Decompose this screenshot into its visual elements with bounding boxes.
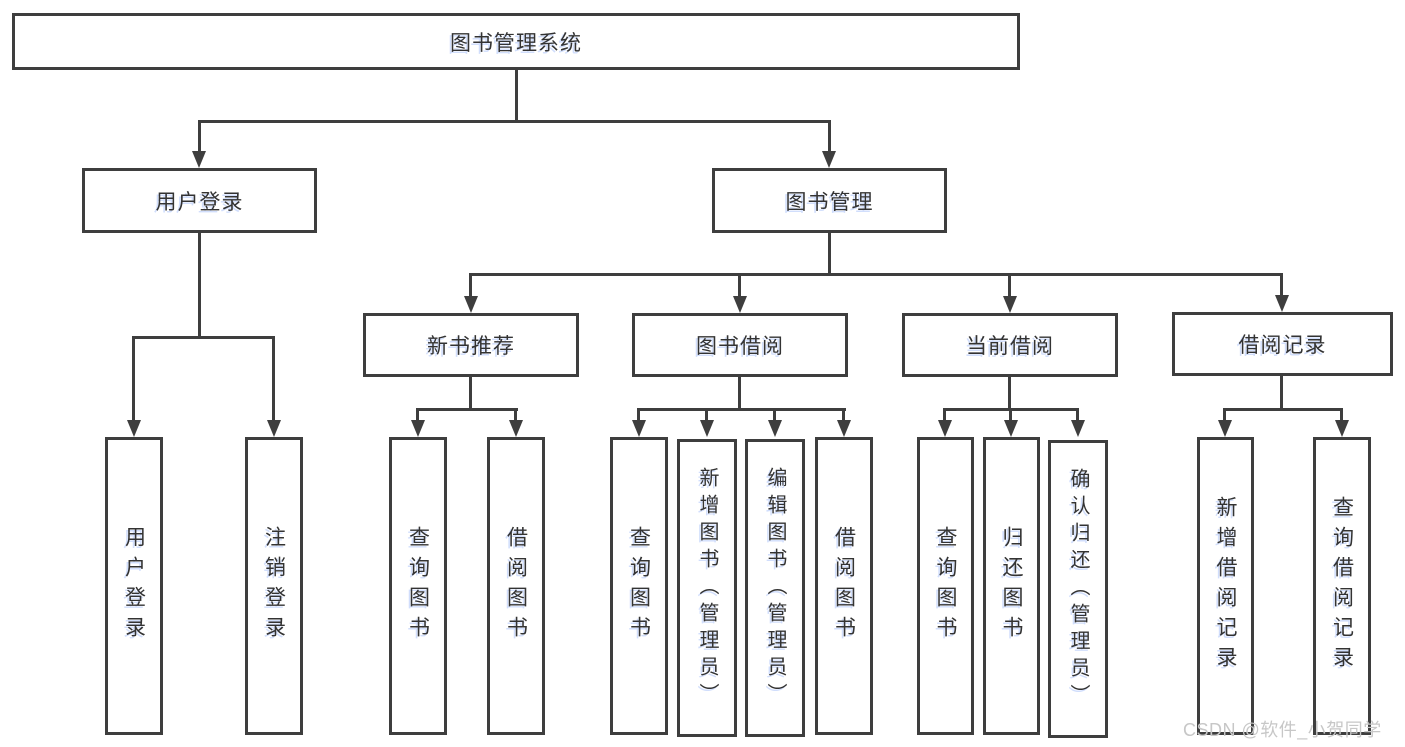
leaf-query-books-current: 查询图书: [917, 437, 974, 735]
connector-drop-leaf: [1009, 408, 1012, 421]
arrow-down-icon: [509, 420, 523, 437]
connector-drop-leaf: [705, 408, 708, 421]
arrow-down-icon: [768, 420, 782, 437]
connector-drop-leaf: [943, 408, 946, 421]
leaf-return-books-label: 归还图书: [1000, 526, 1023, 646]
leaf-edit-books-admin-label: 编辑图书（管理员）: [764, 466, 786, 710]
connector-book-borrow-bar: [637, 408, 846, 411]
leaf-query-books-borrow: 查询图书: [610, 437, 668, 735]
arrow-down-icon: [1218, 420, 1232, 437]
connector-drop-book-management: [828, 120, 831, 153]
connector-root-stem: [515, 70, 518, 120]
connector-drop-leaf: [514, 408, 517, 421]
connector-new-books-stem: [469, 377, 472, 408]
connector-drop-leaf: [132, 336, 135, 421]
arrow-down-icon: [464, 296, 478, 313]
connector-drop-book-borrow: [738, 273, 741, 296]
connector-drop-leaf: [1340, 408, 1343, 421]
leaf-add-borrow-record-label: 新增借阅记录: [1214, 496, 1237, 676]
node-borrow-records: 借阅记录: [1172, 312, 1393, 376]
leaf-add-borrow-record: 新增借阅记录: [1197, 437, 1254, 735]
arrow-down-icon: [127, 420, 141, 437]
node-new-book-recommend: 新书推荐: [363, 313, 579, 377]
node-book-borrow-label: 图书借阅: [696, 335, 784, 358]
node-book-management: 图书管理: [712, 168, 947, 233]
connector-drop-leaf: [773, 408, 776, 421]
node-book-borrow: 图书借阅: [632, 313, 848, 377]
leaf-query-books-recommend: 查询图书: [389, 437, 447, 735]
connector-drop-leaf: [842, 408, 845, 421]
arrow-down-icon: [1003, 296, 1017, 313]
connector-borrow-records-bar: [1223, 408, 1343, 411]
connector-current-borrow-stem: [1008, 377, 1011, 408]
leaf-user-login: 用户登录: [105, 437, 163, 735]
leaf-edit-books-admin: 编辑图书（管理员）: [745, 439, 805, 737]
leaf-query-books-borrow-label: 查询图书: [627, 526, 651, 646]
leaf-return-books: 归还图书: [983, 437, 1040, 735]
node-root-system-label: 图书管理系统: [450, 31, 582, 55]
arrow-down-icon: [822, 151, 836, 168]
arrow-down-icon: [1004, 420, 1018, 437]
connector-drop-borrow-records: [1280, 273, 1283, 296]
leaf-add-books-admin-label: 新增图书（管理员）: [696, 466, 718, 710]
leaf-query-borrow-record-label: 查询借阅记录: [1330, 496, 1354, 676]
arrow-down-icon: [1275, 295, 1289, 312]
node-root-system: 图书管理系统: [12, 13, 1020, 70]
leaf-borrow-books-label: 借阅图书: [832, 526, 856, 646]
connector-book-management-bar: [469, 273, 1283, 276]
connector-drop-leaf: [272, 336, 275, 421]
arrow-down-icon: [733, 296, 747, 313]
connector-drop-leaf: [637, 408, 640, 421]
connector-borrow-records-stem: [1280, 376, 1283, 408]
leaf-user-login-label: 用户登录: [122, 526, 146, 646]
arrow-down-icon: [1335, 420, 1349, 437]
connector-user-login-bar: [132, 336, 275, 339]
node-book-management-label: 图书管理: [785, 190, 874, 214]
node-current-borrow: 当前借阅: [902, 313, 1118, 377]
connector-drop-leaf: [1076, 408, 1079, 421]
arrow-down-icon: [700, 420, 714, 437]
node-borrow-records-label: 借阅记录: [1238, 334, 1327, 357]
arrow-down-icon: [267, 420, 281, 437]
leaf-logout-label: 注销登录: [262, 526, 286, 646]
leaf-borrow-books-recommend: 借阅图书: [487, 437, 545, 735]
node-current-borrow-label: 当前借阅: [966, 335, 1054, 358]
connector-new-books-bar: [416, 408, 518, 411]
watermark: CSDN @软件_小贺同学: [1183, 720, 1382, 740]
connector-drop-user-login: [198, 120, 201, 153]
arrow-down-icon: [1071, 420, 1085, 437]
connector-drop-current-borrow: [1008, 273, 1011, 296]
arrow-down-icon: [632, 420, 646, 437]
connector-drop-leaf: [1223, 408, 1226, 421]
leaf-query-borrow-record: 查询借阅记录: [1313, 437, 1371, 735]
leaf-confirm-return-admin: 确认归还（管理员）: [1048, 440, 1108, 738]
connector-book-borrow-stem: [738, 377, 741, 408]
leaf-borrow-books: 借阅图书: [815, 437, 873, 735]
connector-book-management-stem: [828, 233, 831, 273]
connector-root-bar: [198, 120, 831, 123]
connector-drop-leaf: [416, 408, 419, 421]
leaf-query-books-current-label: 查询图书: [934, 526, 957, 646]
arrow-down-icon: [837, 420, 851, 437]
node-user-login: 用户登录: [82, 168, 317, 233]
arrow-down-icon: [192, 151, 206, 168]
node-user-login-label: 用户登录: [155, 190, 244, 214]
leaf-add-books-admin: 新增图书（管理员）: [677, 439, 737, 737]
leaf-borrow-books-recommend-label: 借阅图书: [504, 526, 528, 646]
leaf-query-books-recommend-label: 查询图书: [406, 526, 430, 646]
arrow-down-icon: [938, 420, 952, 437]
leaf-logout: 注销登录: [245, 437, 303, 735]
leaf-confirm-return-admin-label: 确认归还（管理员）: [1067, 467, 1089, 711]
connector-drop-new-books: [469, 273, 472, 296]
arrow-down-icon: [411, 420, 425, 437]
node-new-book-recommend-label: 新书推荐: [427, 335, 515, 358]
connector-user-login-stem: [198, 233, 201, 336]
